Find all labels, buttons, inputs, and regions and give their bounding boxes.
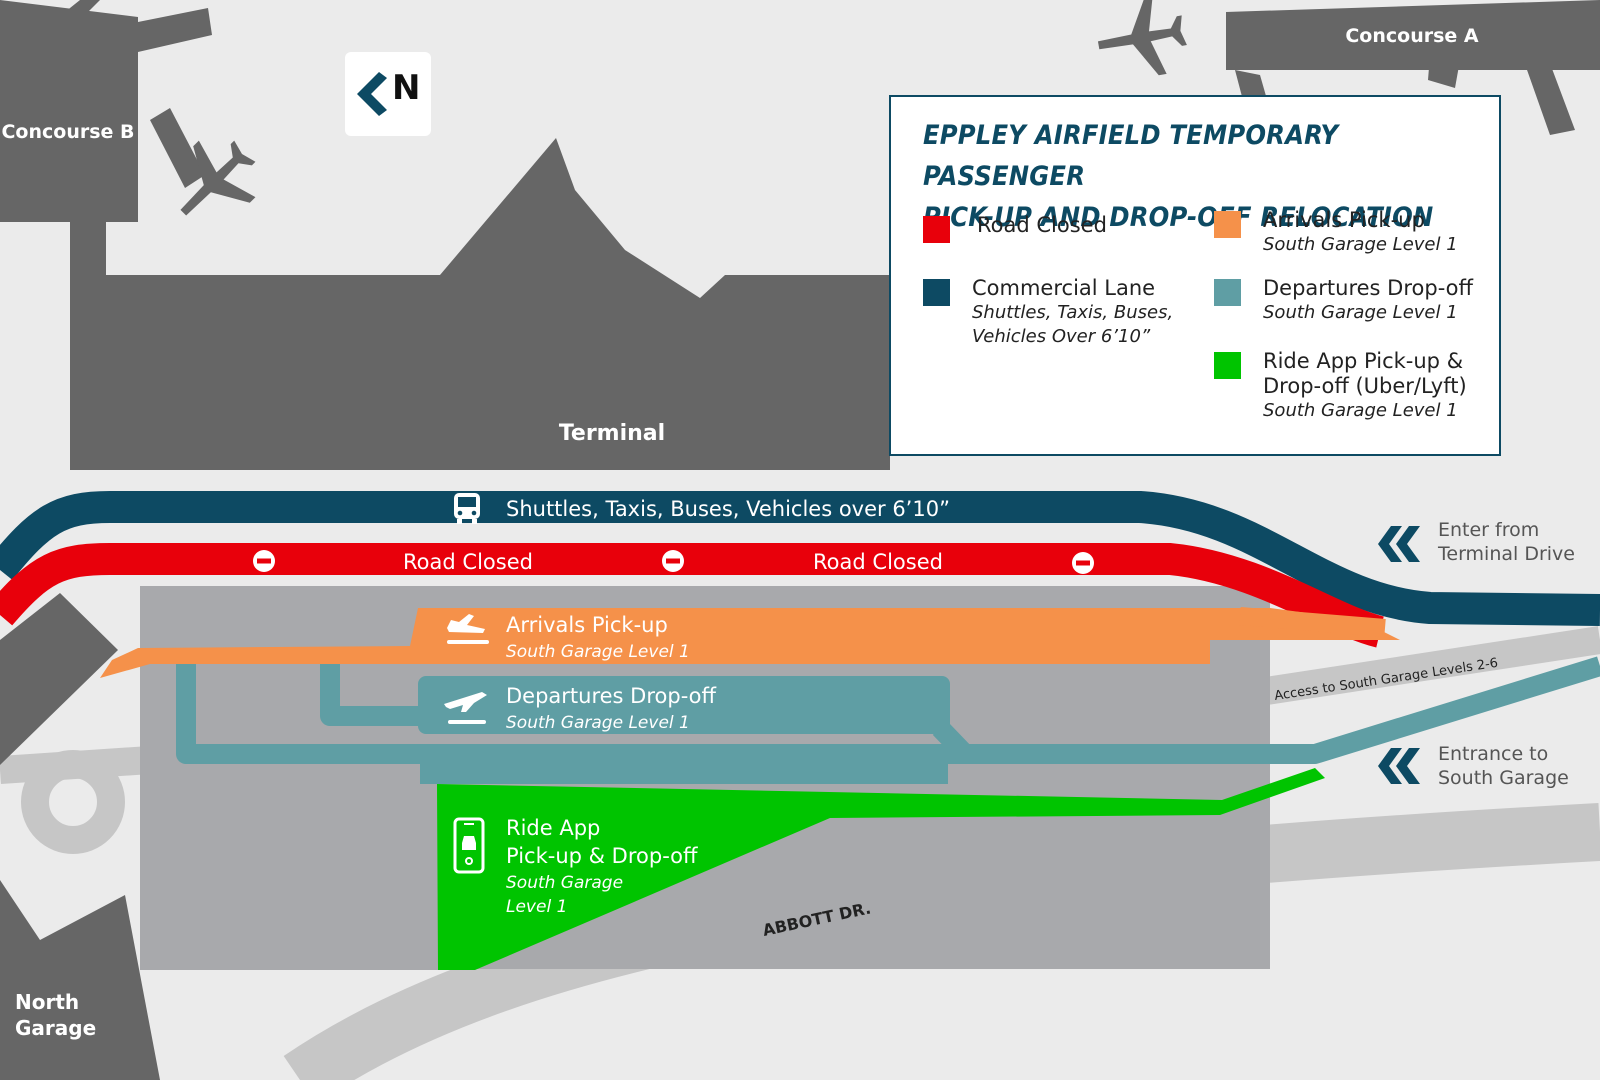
airplane-icon [180,140,256,216]
legend-item-label-wrap: Commercial Lane Shuttles, Taxis, Buses, … [972,276,1173,349]
ride-app-sub1: South Garage [506,873,623,893]
departures-sub: South Garage Level 1 [506,713,690,733]
commercial-lane-label: Shuttles, Taxis, Buses, Vehicles over 6’… [506,497,950,521]
roundabout [21,750,125,854]
departures-block-lower [420,754,948,784]
north-arrow-icon [357,72,387,116]
departures-inner-loop [320,664,420,726]
no-entry-icon [1072,552,1094,574]
legend-title-line1: EPPLEY AIRFIELD TEMPORARY PASSENGER [923,120,1339,192]
road-closed-label: Road Closed [403,550,533,574]
legend-item-label: Arrivals Pick-up [1263,208,1425,232]
legend-item-sub: South Garage Level 1 [1263,302,1458,323]
south-garage-lower-left [140,850,440,970]
legend-swatch-teal [1214,279,1241,306]
arrivals-band [100,608,1400,678]
legend-swatch-green [1214,352,1241,379]
departures-title: Departures Drop-off [506,684,717,708]
concourse-a-jetway [1520,50,1575,135]
legend-swatch-navy [923,279,950,306]
legend-item-label-2: Drop-off (Uber/Lyft) [1263,374,1467,398]
legend-item-label-wrap: Arrivals Pick-up South Garage Level 1 [1263,208,1458,257]
phone-car-icon [453,817,485,874]
legend-panel: EPPLEY AIRFIELD TEMPORARY PASSENGER PICK… [889,95,1501,456]
arrivals-sub: South Garage Level 1 [506,642,690,662]
concourse-b-jetway-2 [45,0,100,40]
arrivals-entry-ramp [1239,607,1386,637]
enter-terminal-line2: Terminal Drive [1437,543,1575,565]
legend-item-sub: South Garage Level 1 [1263,400,1458,421]
enter-garage-chevron-icon [1378,748,1420,784]
legend-item-sub: Shuttles, Taxis, Buses, [972,302,1174,323]
bus-icon [454,493,480,524]
departures-plane-icon [444,692,487,724]
legend-item-label-wrap: Road Closed [977,213,1107,238]
no-entry-icon [253,550,275,572]
north-garage-building [0,593,118,765]
south-garage-access-road [1237,626,1600,709]
enter-terminal-chevron-icon [1378,526,1420,562]
legend-title: EPPLEY AIRFIELD TEMPORARY PASSENGER PICK… [923,115,1499,238]
road-closed-lane [0,543,1385,648]
legend-item-label: Commercial Lane [972,276,1156,300]
concourse-b-jetway [138,8,212,52]
ride-app-sub2: Level 1 [506,897,567,917]
legend-item-sub: Vehicles Over 6’10” [972,326,1151,347]
ride-app-line2: Pick-up & Drop-off [506,844,698,868]
legend-item-label-wrap: Departures Drop-off South Garage Level 1 [1263,276,1473,325]
north-garage-lower [0,880,160,1080]
legend-title-line2: PICK-UP AND DROP-OFF RELOCATION [923,202,1434,233]
no-entry-icon [662,550,684,572]
departures-diagonal [932,721,973,761]
terminal-label: Terminal [559,421,665,446]
concourse-a-label: Concourse A [1345,25,1479,47]
concourse-a-building [1226,0,1600,70]
concourse-b-building [0,0,890,470]
ride-app-zone [437,768,1325,970]
legend-swatch-red [923,216,950,243]
enter-terminal-line1: Enter from [1438,519,1539,541]
legend-item-label: Departures Drop-off [1263,276,1473,300]
legend-swatch-orange [1214,211,1241,238]
north-garage-label-line2: Garage [15,1016,96,1040]
arrivals-plane-icon [447,614,489,644]
north-garage-label-line1: North [15,990,79,1014]
arrivals-title: Arrivals Pick-up [506,613,668,637]
legend-item-label: Road Closed [977,213,1107,237]
concourse-b-jetway-3 [150,108,205,188]
concourse-b-label: Concourse B [1,121,134,143]
ride-app-line1: Ride App [506,816,600,840]
road-closed-label: Road Closed [813,550,943,574]
enter-garage-line1: Entrance to [1438,743,1548,765]
commercial-lane [0,491,1600,626]
concourse-a-jetway-2 [1428,55,1460,88]
compass-letter: N [392,68,421,108]
north-compass: N [345,52,431,136]
airplane-icon [1097,0,1187,76]
departures-block [418,676,950,734]
legend-item-label: Ride App Pick-up & [1263,349,1464,373]
legend-item-sub: South Garage Level 1 [1263,234,1458,255]
legend-item-label-wrap: Ride App Pick-up & Drop-off (Uber/Lyft) … [1263,349,1467,423]
enter-garage-line2: South Garage [1438,767,1569,789]
